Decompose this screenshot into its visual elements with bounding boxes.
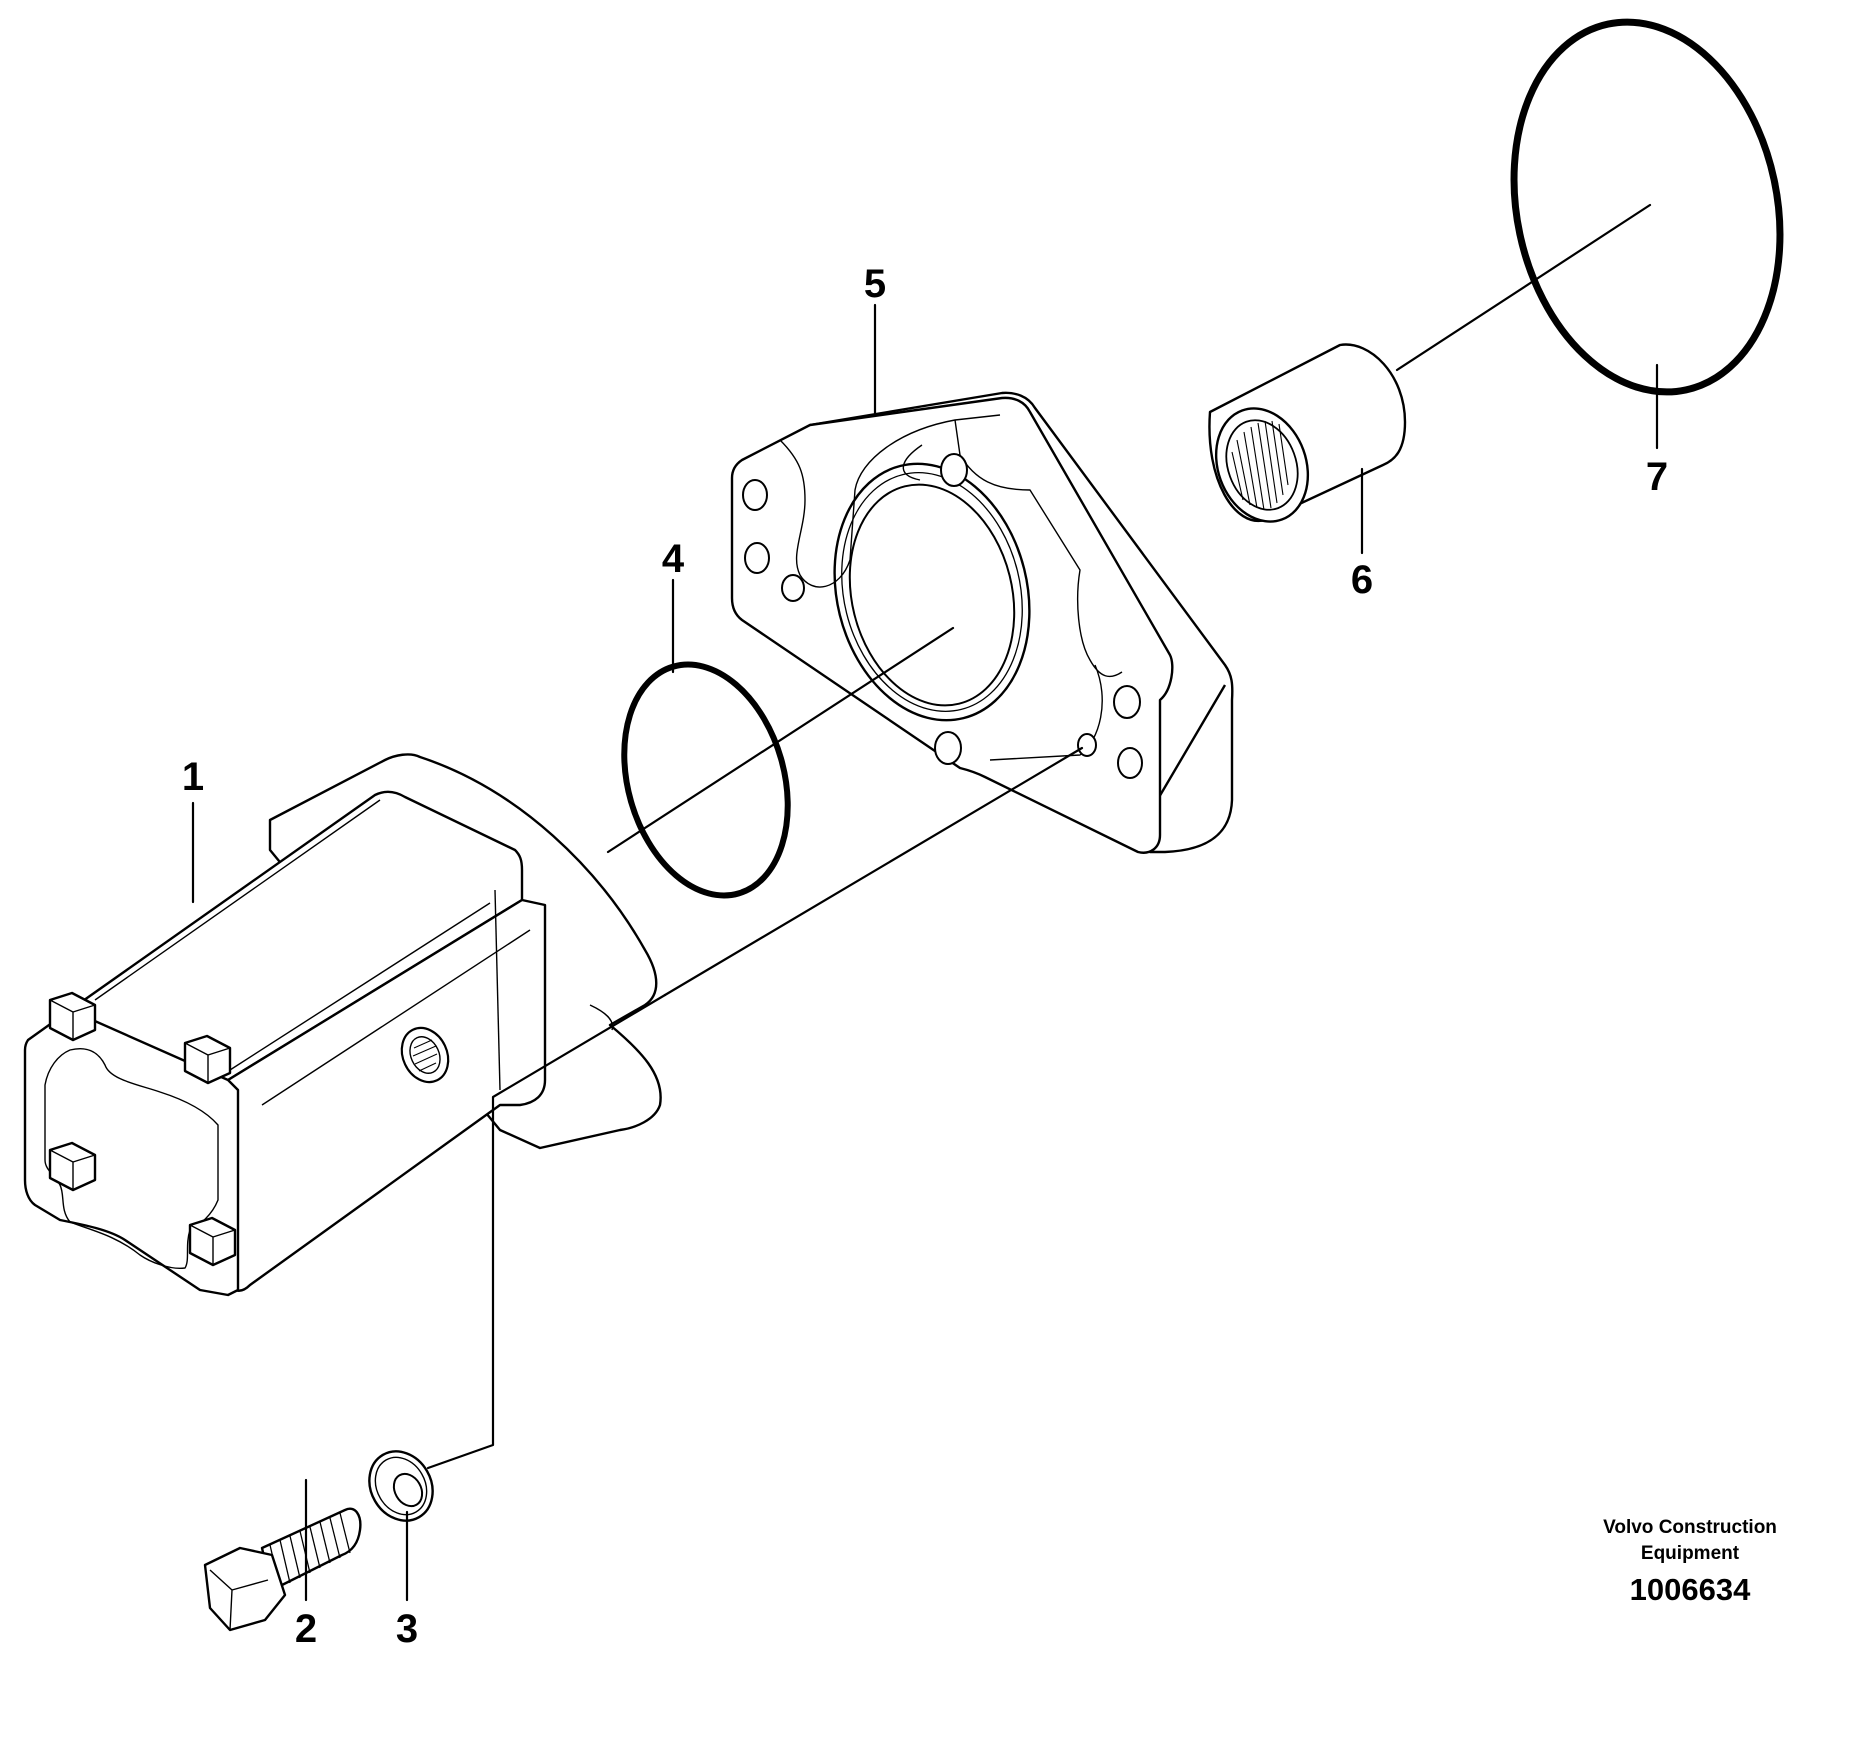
part-6-needle-bearing (1208, 343, 1407, 523)
callout-4: 4 (662, 537, 685, 581)
callout-2: 2 (295, 1607, 317, 1651)
callout-3: 3 (396, 1607, 418, 1651)
callout-6: 6 (1351, 558, 1373, 602)
part-2-hex-bolt (203, 1507, 362, 1632)
part-3-washer (368, 1450, 434, 1522)
callout-5: 5 (864, 262, 886, 306)
part-5-mounting-flange (730, 391, 1234, 854)
part-1-gear-pump (23, 753, 662, 1297)
callout-7: 7 (1646, 455, 1668, 499)
bolt-axis-line (663, 746, 1084, 997)
brand-name-line-2: Equipment (1641, 1543, 1740, 1564)
callout-1: 1 (182, 755, 204, 799)
drawing-number: 1006634 (1630, 1572, 1751, 1607)
leader-lines (191, 303, 1659, 1602)
end-cover-bolts (48, 991, 237, 1267)
assembly-axis-line (1395, 203, 1652, 372)
leader-3-elbow (426, 993, 667, 1470)
part-4-small-o-ring (621, 661, 791, 899)
brand-name-line-1: Volvo Construction (1603, 1517, 1777, 1538)
part-7-large-o-ring (1510, 18, 1784, 396)
flange-axis-line (606, 626, 955, 854)
